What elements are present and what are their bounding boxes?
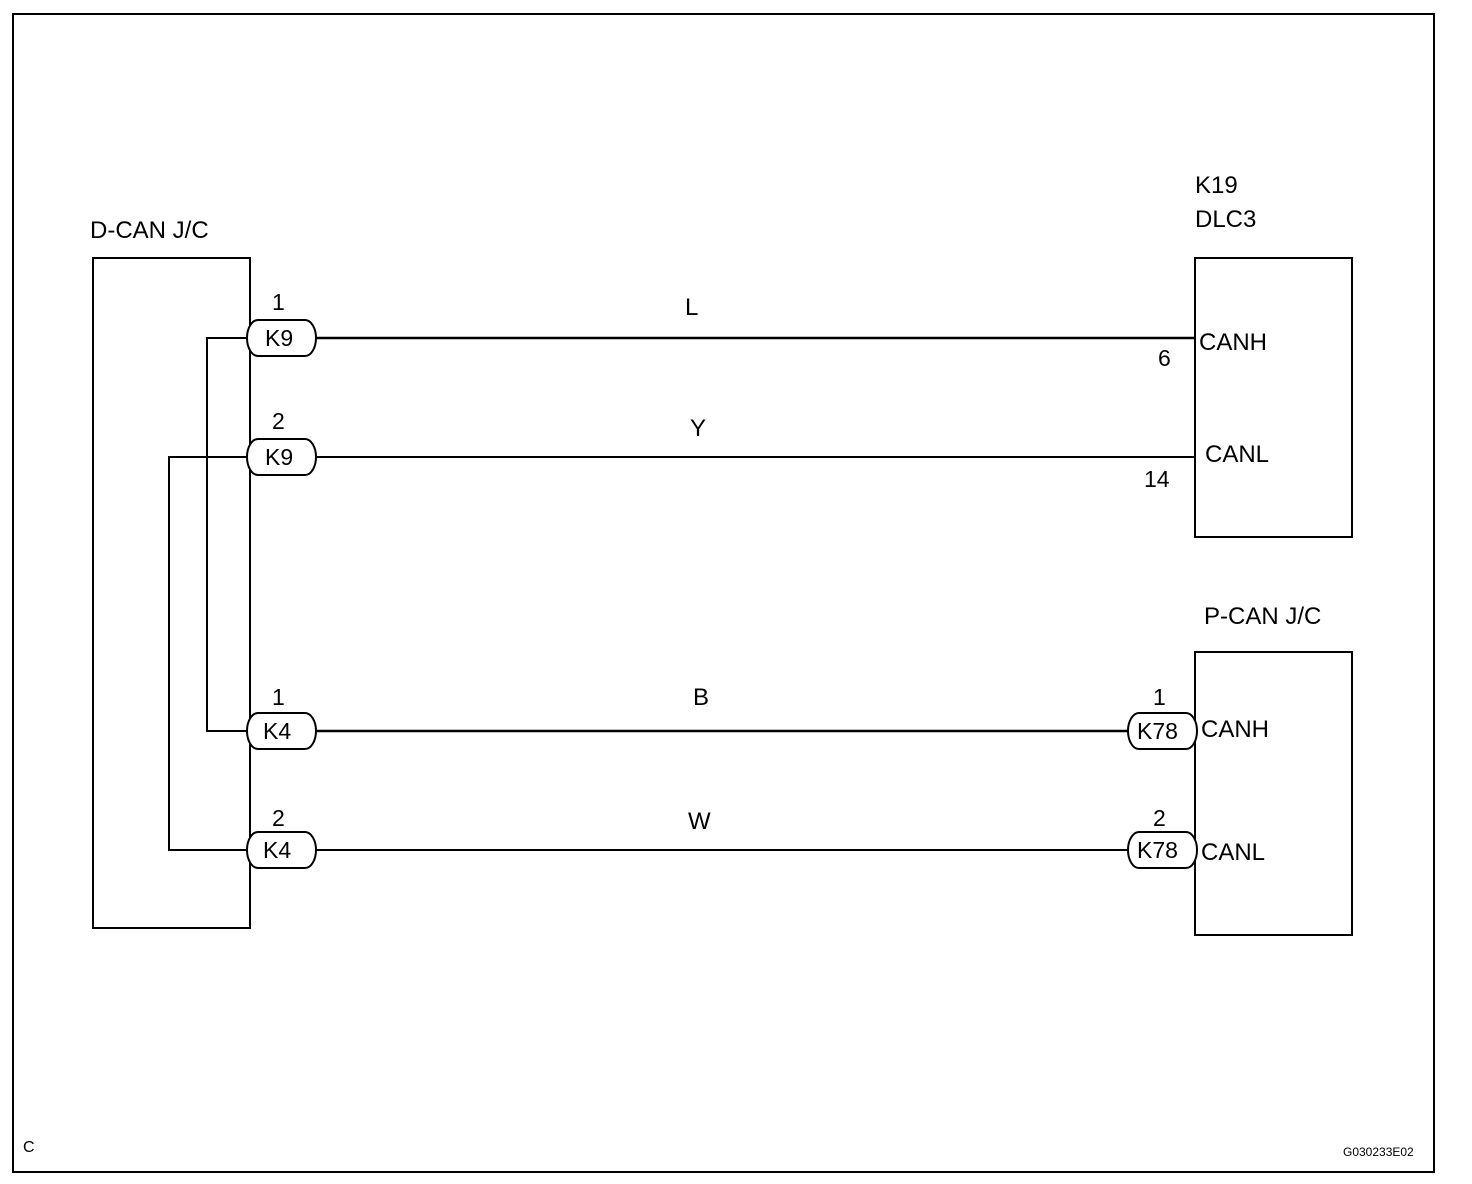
k78-1-connector: [1127, 712, 1198, 750]
footer-figure-id: G030233E02: [1343, 1145, 1414, 1159]
dlc3-title: DLC3: [1195, 206, 1256, 233]
pcan-canl-label: CANL: [1201, 839, 1265, 866]
k4-2-code: K4: [263, 837, 291, 863]
dlc3-code: K19: [1195, 172, 1238, 199]
k4-2-connector: [246, 831, 317, 869]
dcan-internal-canl-jumper: [168, 456, 250, 851]
k78-2-connector: [1127, 831, 1198, 869]
diagram-frame: [12, 13, 1435, 1173]
k9-1-pin: 1: [272, 289, 285, 315]
k4-2-pin: 2: [272, 805, 285, 831]
k9-1-connector: [246, 319, 317, 357]
k4-1-connector: [246, 712, 317, 750]
dlc3-pin-14: 14: [1144, 466, 1170, 492]
wire-w-color: W: [688, 808, 711, 835]
k4-1-pin: 1: [272, 684, 285, 710]
dlc3-box: [1194, 257, 1353, 538]
footer-left-code: C: [23, 1139, 35, 1156]
k78-1-pin: 1: [1153, 684, 1166, 710]
dcan-internal-canh-jumper: [206, 337, 250, 732]
pcan-canh-label: CANH: [1201, 716, 1269, 743]
wire-l-color: L: [685, 294, 698, 321]
dcan-box: [92, 257, 251, 929]
dlc3-canh-label: CANH: [1199, 329, 1267, 356]
k9-2-code: K9: [265, 444, 293, 470]
k78-2-code: K78: [1137, 837, 1178, 863]
k9-1-code: K9: [265, 325, 293, 351]
k78-1-code: K78: [1137, 718, 1178, 744]
dcan-title: D-CAN J/C: [90, 217, 209, 244]
k9-2-connector: [246, 438, 317, 476]
k4-1-code: K4: [263, 718, 291, 744]
dlc3-pin-6: 6: [1158, 345, 1171, 371]
dlc3-canl-label: CANL: [1205, 441, 1269, 468]
pcan-title: P-CAN J/C: [1204, 603, 1321, 630]
k78-2-pin: 2: [1153, 805, 1166, 831]
pcan-box: [1194, 651, 1353, 936]
wire-y-color: Y: [690, 415, 706, 442]
wire-b-color: B: [693, 684, 709, 711]
k9-2-pin: 2: [272, 408, 285, 434]
